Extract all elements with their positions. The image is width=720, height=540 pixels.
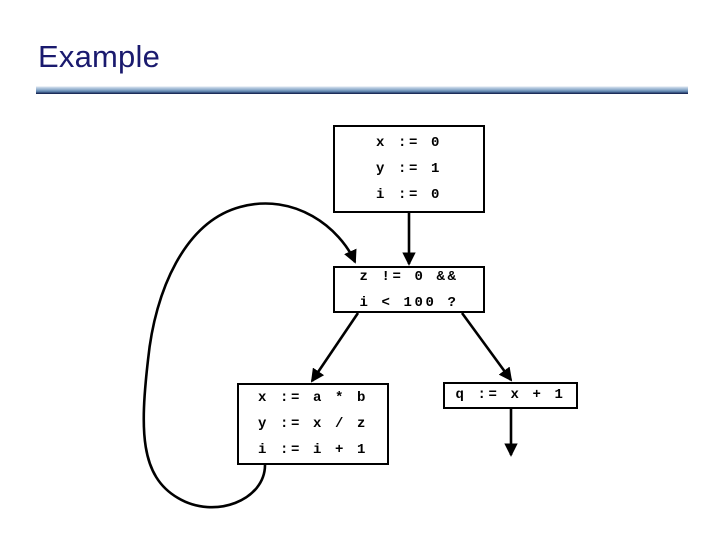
edge-body-back-to-cond — [142, 202, 357, 509]
loop-condition-block[interactable]: z != 0 && i < 100 ? — [333, 266, 485, 313]
code-line: q := x + 1 — [455, 387, 566, 403]
code-line: i < 100 ? — [359, 294, 459, 311]
code-line: y := 1 — [375, 161, 442, 177]
edge-cond-to-body — [310, 312, 360, 383]
code-line: i := 0 — [375, 187, 442, 203]
code-line: i := i + 1 — [257, 442, 368, 458]
code-line: y := x / z — [257, 416, 368, 432]
code-line: x := 0 — [375, 135, 442, 151]
loop-exit-block[interactable]: q := x + 1 — [443, 382, 578, 409]
code-line: z != 0 && — [359, 268, 459, 285]
edge-cond-to-exit — [460, 312, 513, 382]
page-title: Example — [38, 39, 161, 74]
loop-body-block[interactable]: x := a * b y := x / z i := i + 1 — [237, 383, 389, 465]
title-divider-rule — [36, 86, 688, 94]
initialization-block[interactable]: x := 0 y := 1 i := 0 — [333, 125, 485, 213]
code-line: x := a * b — [257, 390, 368, 406]
